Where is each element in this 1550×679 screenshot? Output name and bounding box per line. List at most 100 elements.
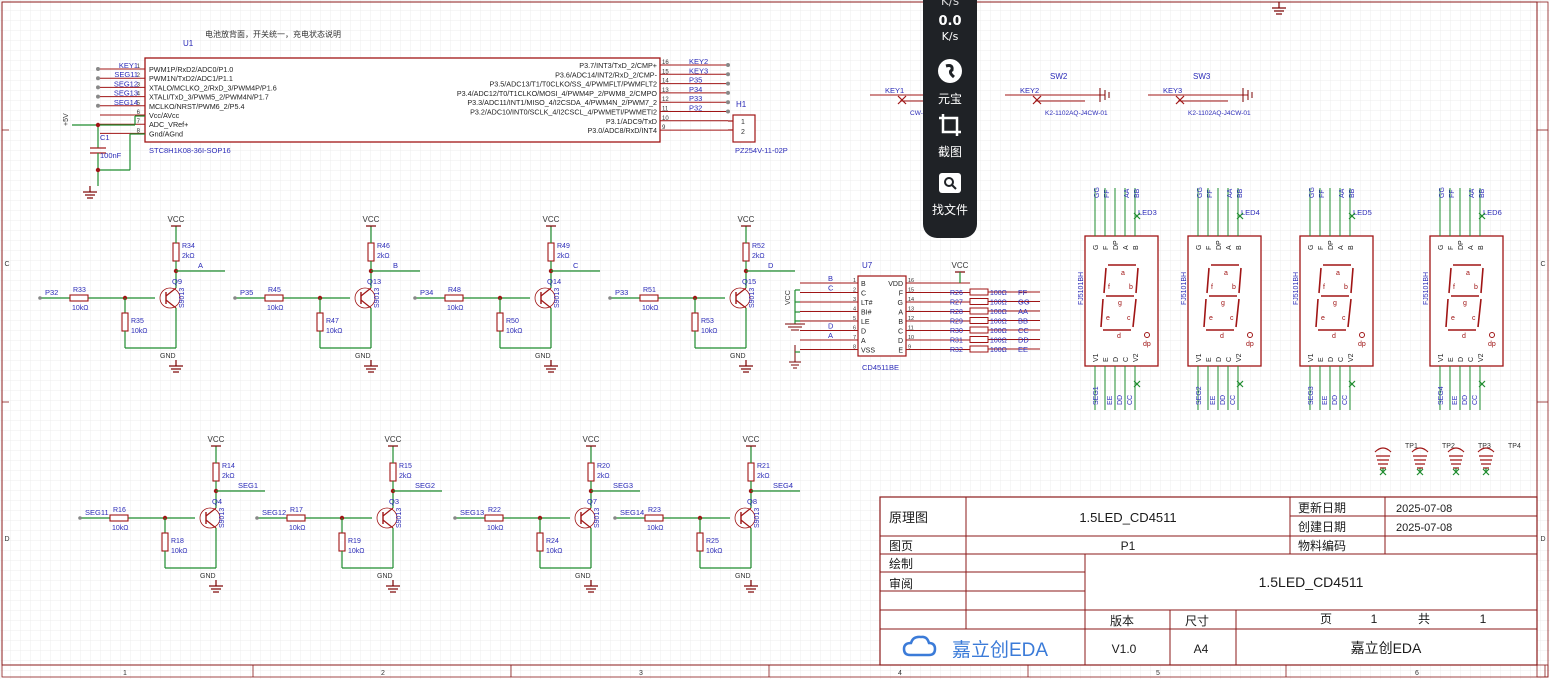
resistor-value: 100Ω: [990, 319, 1007, 326]
collector-resistor: [389, 462, 397, 482]
speed-unit: K/s: [941, 30, 959, 43]
test-point-TP2: TP2: [1411, 443, 1455, 476]
segment-letter: a: [1121, 270, 1125, 277]
pulldown-resistor: [316, 312, 324, 332]
segment-letter: c: [1472, 315, 1476, 322]
test-point-label: TP1: [1405, 443, 1418, 450]
frame-col-label: 6: [1415, 670, 1419, 677]
decoder-pin-name: D: [861, 329, 866, 336]
resistor-value: 10kΩ: [447, 305, 464, 312]
frame-col-label: 1: [123, 670, 127, 677]
pulldown-resistor: [496, 312, 504, 332]
ground-symbol: [744, 580, 758, 593]
display-pin: V2: [1236, 353, 1243, 362]
yuanbao-icon[interactable]: [937, 58, 963, 84]
resistor-value: 10kΩ: [131, 328, 148, 335]
segment-letter: a: [1466, 270, 1470, 277]
resistor: [969, 307, 989, 315]
display-pin: E: [1318, 357, 1325, 362]
segment-letter: g: [1221, 300, 1225, 307]
title-label: 图页: [889, 539, 913, 553]
display-pin: F: [1206, 246, 1213, 250]
segment-letter: dp: [1358, 341, 1366, 348]
display-net: DD: [1332, 395, 1339, 405]
driver-output: A: [198, 261, 203, 270]
transistor-ref: Q9: [172, 277, 182, 286]
net-end: [726, 109, 730, 114]
display-body: [1187, 235, 1262, 367]
display-body: [1429, 235, 1504, 367]
ground-symbol: [544, 360, 558, 373]
segment-letter: b: [1474, 284, 1478, 291]
mcu-pin-num: 4: [137, 92, 141, 98]
display-seg-net: SEG4: [1438, 386, 1445, 405]
switch-net: KEY2: [1020, 86, 1039, 95]
net-label: EE: [1018, 345, 1028, 354]
title-label: 共: [1418, 612, 1430, 626]
crop-icon[interactable]: [937, 112, 963, 138]
display-pin: A: [1468, 245, 1475, 250]
mcu-net-label: SEG11: [114, 70, 138, 79]
resistor-ref: R50: [506, 318, 519, 325]
net-end: [726, 63, 730, 67]
vcc-symbol: VCC: [385, 435, 402, 447]
search-file-label[interactable]: 找文件: [931, 203, 968, 217]
decoder-net: D: [828, 322, 834, 331]
display-part: FJ5101BH: [1423, 272, 1430, 305]
size-value: A4: [1194, 642, 1209, 656]
frame-row-label: C: [4, 261, 9, 268]
ground-symbol: [386, 580, 400, 593]
frame-row-label: D: [1540, 536, 1545, 543]
seven-segment-glyph: [1445, 264, 1484, 331]
driver-input: P32: [45, 288, 58, 297]
mcu-pin-name: P3.5/ADC13/T1/T0CLKO/SS_4/PWMFLT/PWMFLT2: [490, 80, 657, 89]
net-end: [96, 85, 100, 90]
switch-ref: SW3: [1193, 72, 1211, 81]
yuanbao-label[interactable]: 元宝: [937, 92, 962, 106]
schematic-note: 电池放背面，开关统一，充电状态说明: [205, 29, 341, 39]
display-pin: A: [1226, 245, 1233, 250]
crop-label[interactable]: 截图: [937, 145, 962, 159]
decoder-pin-name: C: [898, 329, 903, 336]
net-end: [726, 81, 730, 86]
switch-group[interactable]: KEY1CW-01SW2KEY2K2-1102AQ-J4CW-01SW3KEY3…: [870, 72, 1253, 117]
net-end: [96, 76, 100, 81]
mcu-part: STC8H1K08-36I-SOP16: [149, 146, 231, 155]
decoder-ref: U7: [862, 261, 873, 270]
mcu-u1[interactable]: 电池放背面，开关统一，充电状态说明U1PWM1P/RxD2/ADC0/P1.01…: [63, 29, 730, 199]
resistor-ref: R20: [597, 463, 610, 470]
decoder-pin-name: F: [899, 291, 903, 298]
display-pin: E: [1103, 357, 1110, 362]
transistor-body: [159, 287, 181, 309]
decoder-pin-num: 11: [908, 326, 914, 332]
segment-letter: e: [1209, 315, 1213, 322]
resistor-value: 10kΩ: [171, 548, 188, 555]
header-pin: 2: [741, 129, 745, 136]
mcu-net-label: KEY3: [689, 66, 708, 75]
title-label: 审阅: [889, 576, 913, 591]
decoder-pin-name: G: [898, 300, 903, 307]
driver-input: SEG12: [262, 508, 286, 517]
search-file-icon[interactable]: [937, 170, 963, 196]
vcc-symbol: VCC: [543, 215, 560, 227]
resistor-ref: R52: [752, 243, 765, 250]
vcc-label: VCC: [385, 435, 402, 444]
decimal-point: [1489, 332, 1495, 338]
decoder-pin-num: 7: [853, 335, 856, 341]
decimal-point: [1359, 332, 1365, 338]
resistor-value: 10kΩ: [701, 328, 718, 335]
decoder-pin-num: 10: [908, 335, 914, 341]
resistor-value: 100Ω: [990, 300, 1007, 307]
resistor-ref: R47: [326, 318, 339, 325]
display-ref: LED3: [1138, 208, 1157, 217]
